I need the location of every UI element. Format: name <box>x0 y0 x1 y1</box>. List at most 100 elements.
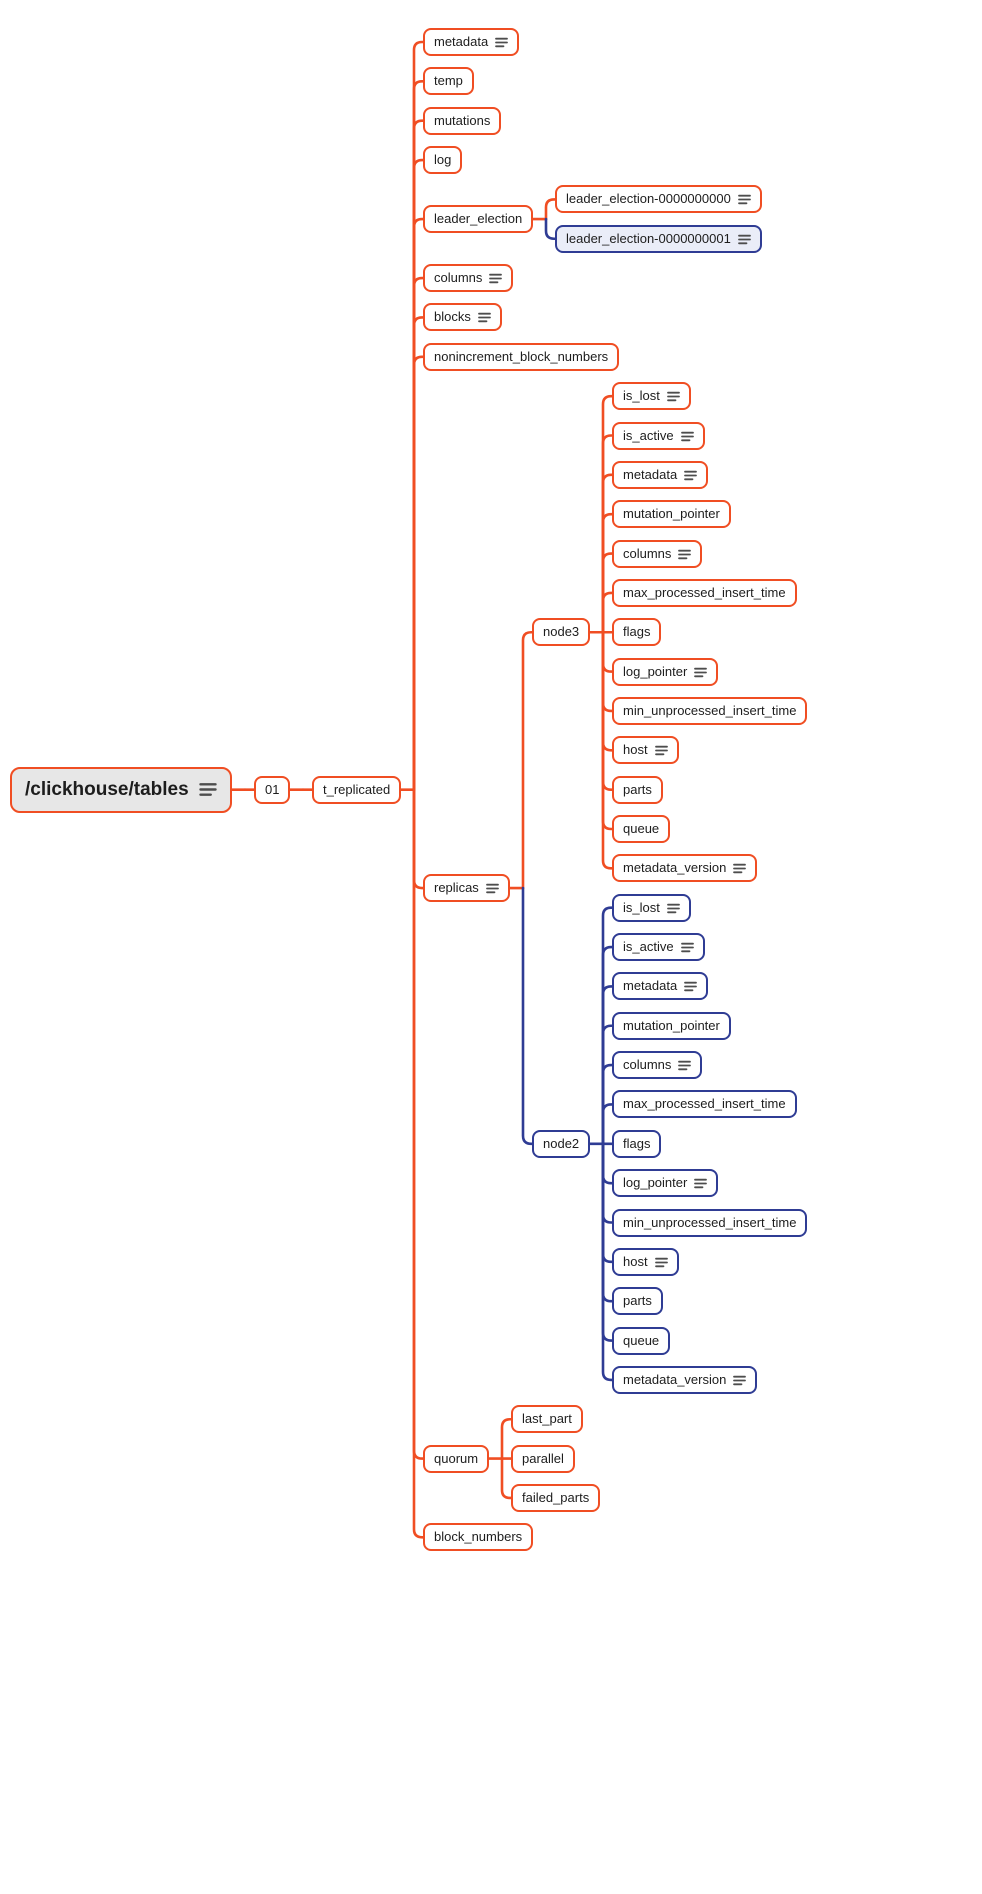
node-label: min_unprocessed_insert_time <box>623 1215 797 1230</box>
tree-edge <box>601 630 614 870</box>
node-label: metadata_version <box>623 1372 727 1387</box>
tree-node-max_processed_insert_time[interactable]: max_processed_insert_time <box>612 1090 797 1119</box>
tree-edge <box>601 1142 614 1185</box>
node-label: queue <box>623 1333 660 1348</box>
tree-edge <box>601 473 614 634</box>
node-label: metadata_version <box>623 860 727 875</box>
tree-node-queue[interactable]: queue <box>612 1327 671 1356</box>
tree-edge <box>601 630 614 831</box>
list-icon <box>737 194 751 204</box>
tree-node-parts[interactable]: parts <box>612 776 663 805</box>
tree-node-max_processed_insert_time[interactable]: max_processed_insert_time <box>612 579 797 608</box>
tree-node-mutations[interactable]: mutations <box>423 107 502 136</box>
tree-edge <box>412 217 425 791</box>
tree-node-node3[interactable]: node3 <box>532 618 591 647</box>
tree-edge <box>601 1024 614 1146</box>
node-label: flags <box>623 624 651 639</box>
tree-node-host[interactable]: host <box>612 736 679 765</box>
tree-edge <box>500 1417 513 1460</box>
tree-node-01[interactable]: 01 <box>254 776 291 805</box>
tree-edge <box>601 394 614 634</box>
tree-node-log_pointer[interactable]: log_pointer <box>612 1169 719 1198</box>
tree-node-is_active[interactable]: is_active <box>612 422 705 451</box>
tree-node-blocks[interactable]: blocks <box>423 303 502 332</box>
node-label: columns <box>623 546 672 561</box>
tree-node-is_lost[interactable]: is_lost <box>612 894 691 923</box>
tree-node-metadata[interactable]: metadata <box>612 461 709 490</box>
tree-edge <box>601 1142 614 1342</box>
tree-node-columns[interactable]: columns <box>423 264 514 293</box>
tree-node-temp[interactable]: temp <box>423 67 474 96</box>
node-label: 01 <box>265 782 280 797</box>
node-label: node2 <box>543 1136 580 1151</box>
tree-node-metadata[interactable]: metadata <box>423 28 520 57</box>
tree-node-min_unprocessed_insert_time[interactable]: min_unprocessed_insert_time <box>612 1209 808 1238</box>
node-label: nonincrement_block_numbers <box>434 349 609 364</box>
node-label: mutations <box>434 113 491 128</box>
node-label: metadata <box>623 467 678 482</box>
tree-node-metadata_version[interactable]: metadata_version <box>612 854 758 883</box>
tree-edge <box>544 198 557 221</box>
tree-node-columns[interactable]: columns <box>612 1051 703 1080</box>
tree-node-host[interactable]: host <box>612 1248 679 1277</box>
node-label: columns <box>623 1057 672 1072</box>
node-label: temp <box>434 73 463 88</box>
tree-node-metadata[interactable]: metadata <box>612 972 709 1001</box>
tree-node-leader_election-0000000000[interactable]: leader_election-0000000000 <box>555 185 762 214</box>
tree-edge <box>412 119 425 791</box>
tree-node-metadata_version[interactable]: metadata_version <box>612 1366 758 1395</box>
tree-node-mutation_pointer[interactable]: mutation_pointer <box>612 500 731 529</box>
tree-node-queue[interactable]: queue <box>612 815 671 844</box>
tree-node-min_unprocessed_insert_time[interactable]: min_unprocessed_insert_time <box>612 697 808 726</box>
tree-node-flags[interactable]: flags <box>612 1130 662 1159</box>
tree-edge <box>412 788 425 1539</box>
tree-node-quorum[interactable]: quorum <box>423 1445 490 1474</box>
tree-node-failed_parts[interactable]: failed_parts <box>511 1484 601 1513</box>
node-label: leader_election-0000000001 <box>566 231 731 246</box>
tree-edge <box>521 630 534 890</box>
tree-node-log[interactable]: log <box>423 146 463 175</box>
tree-node-flags[interactable]: flags <box>612 618 662 647</box>
tree-node-replicas[interactable]: replicas <box>423 874 510 903</box>
node-label: min_unprocessed_insert_time <box>623 703 797 718</box>
list-icon <box>680 431 694 441</box>
tree-node-block_numbers[interactable]: block_numbers <box>423 1523 534 1552</box>
tree-node-is_active[interactable]: is_active <box>612 933 705 962</box>
tree-node-log_pointer[interactable]: log_pointer <box>612 658 719 687</box>
tree-edge <box>601 630 614 673</box>
tree-edge <box>521 886 534 1146</box>
tree-edge <box>601 591 614 634</box>
tree-node-/clickhouse/tables[interactable]: /clickhouse/tables <box>10 767 232 813</box>
node-label: quorum <box>434 1451 479 1466</box>
tree-node-t_replicated[interactable]: t_replicated <box>312 776 402 805</box>
node-label: replicas <box>434 880 479 895</box>
tree-edge <box>601 945 614 1146</box>
tree-edge <box>601 906 614 1146</box>
tree-edge <box>601 434 614 634</box>
tree-node-nonincrement_block_numbers[interactable]: nonincrement_block_numbers <box>423 343 620 372</box>
tree-node-columns[interactable]: columns <box>612 540 703 569</box>
node-label: parts <box>623 1293 652 1308</box>
tree-node-parts[interactable]: parts <box>612 1287 663 1316</box>
tree-edge <box>412 276 425 791</box>
node-label: log <box>434 152 452 167</box>
node-label: columns <box>434 270 483 285</box>
tree-edge <box>412 355 425 791</box>
node-label: block_numbers <box>434 1529 523 1544</box>
list-icon <box>684 470 698 480</box>
tree-node-leader_election[interactable]: leader_election <box>423 205 534 234</box>
tree-edge <box>601 1142 614 1264</box>
tree-node-leader_election-0000000001[interactable]: leader_election-0000000001 <box>555 225 762 254</box>
node-label: blocks <box>434 309 471 324</box>
list-icon <box>489 273 503 283</box>
list-icon <box>694 667 708 677</box>
tree-node-last_part[interactable]: last_part <box>511 1405 583 1434</box>
tree-edge <box>601 630 614 791</box>
list-icon <box>733 1375 747 1385</box>
list-icon <box>678 549 692 559</box>
tree-node-parallel[interactable]: parallel <box>511 1445 575 1474</box>
tree-edge <box>601 1142 614 1303</box>
tree-node-mutation_pointer[interactable]: mutation_pointer <box>612 1012 731 1041</box>
tree-node-node2[interactable]: node2 <box>532 1130 591 1159</box>
tree-node-is_lost[interactable]: is_lost <box>612 382 691 411</box>
